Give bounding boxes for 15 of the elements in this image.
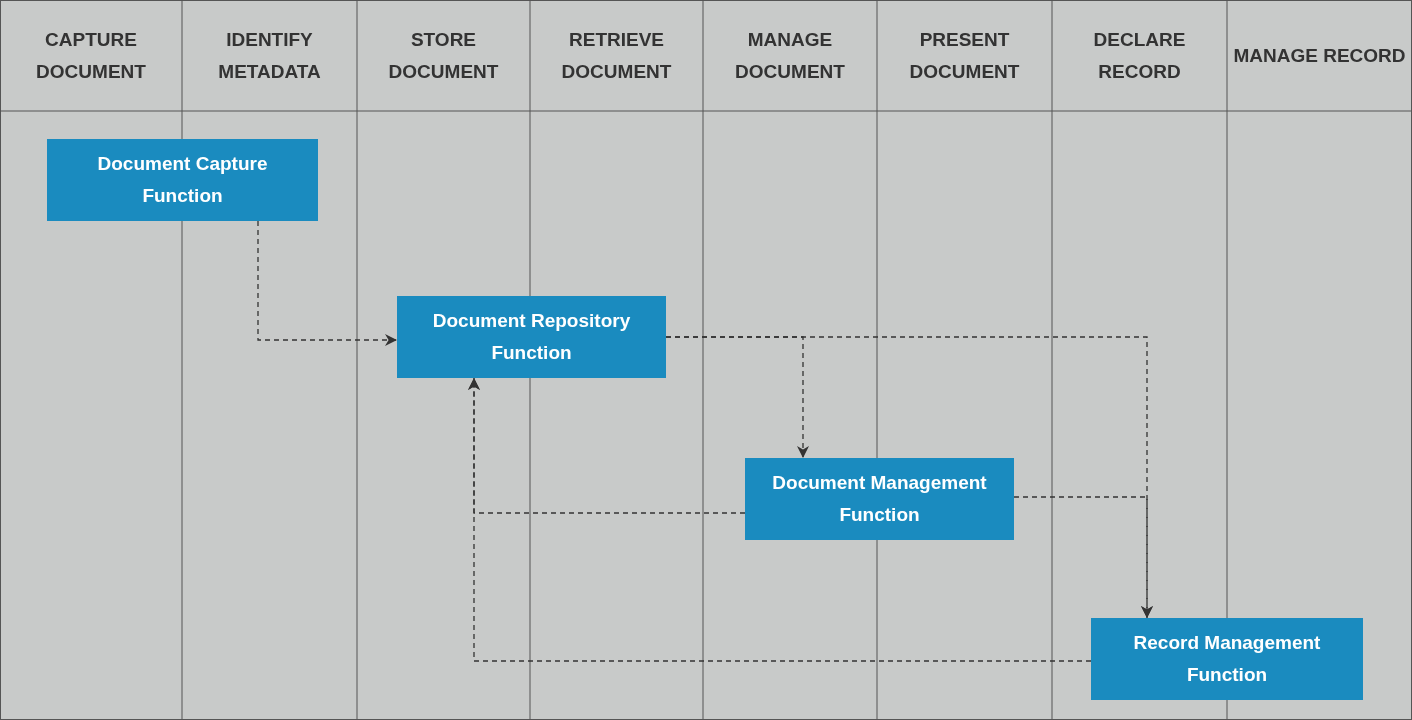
- arrow: [257, 220, 398, 346]
- lane-header: IDENTIFY METADATA: [217, 27, 322, 84]
- arrow: [468, 377, 1092, 662]
- process-box: Record Management Function: [1091, 618, 1363, 700]
- lane-header: RETRIEVE DOCUMENT: [560, 27, 673, 84]
- lane-header: PRESENT DOCUMENT: [908, 27, 1021, 84]
- lane-header: MANAGE RECORD: [1232, 43, 1407, 68]
- process-box: Document Management Function: [745, 458, 1014, 540]
- process-box: Document Repository Function: [397, 296, 666, 378]
- lane-header: MANAGE DOCUMENT: [734, 27, 846, 84]
- lane-header: CAPTURE DOCUMENT: [35, 27, 147, 84]
- lane-header: STORE DOCUMENT: [387, 27, 500, 84]
- arrow: [1013, 496, 1153, 619]
- lane-header: DECLARE RECORD: [1092, 27, 1187, 84]
- process-box: Document Capture Function: [47, 139, 318, 221]
